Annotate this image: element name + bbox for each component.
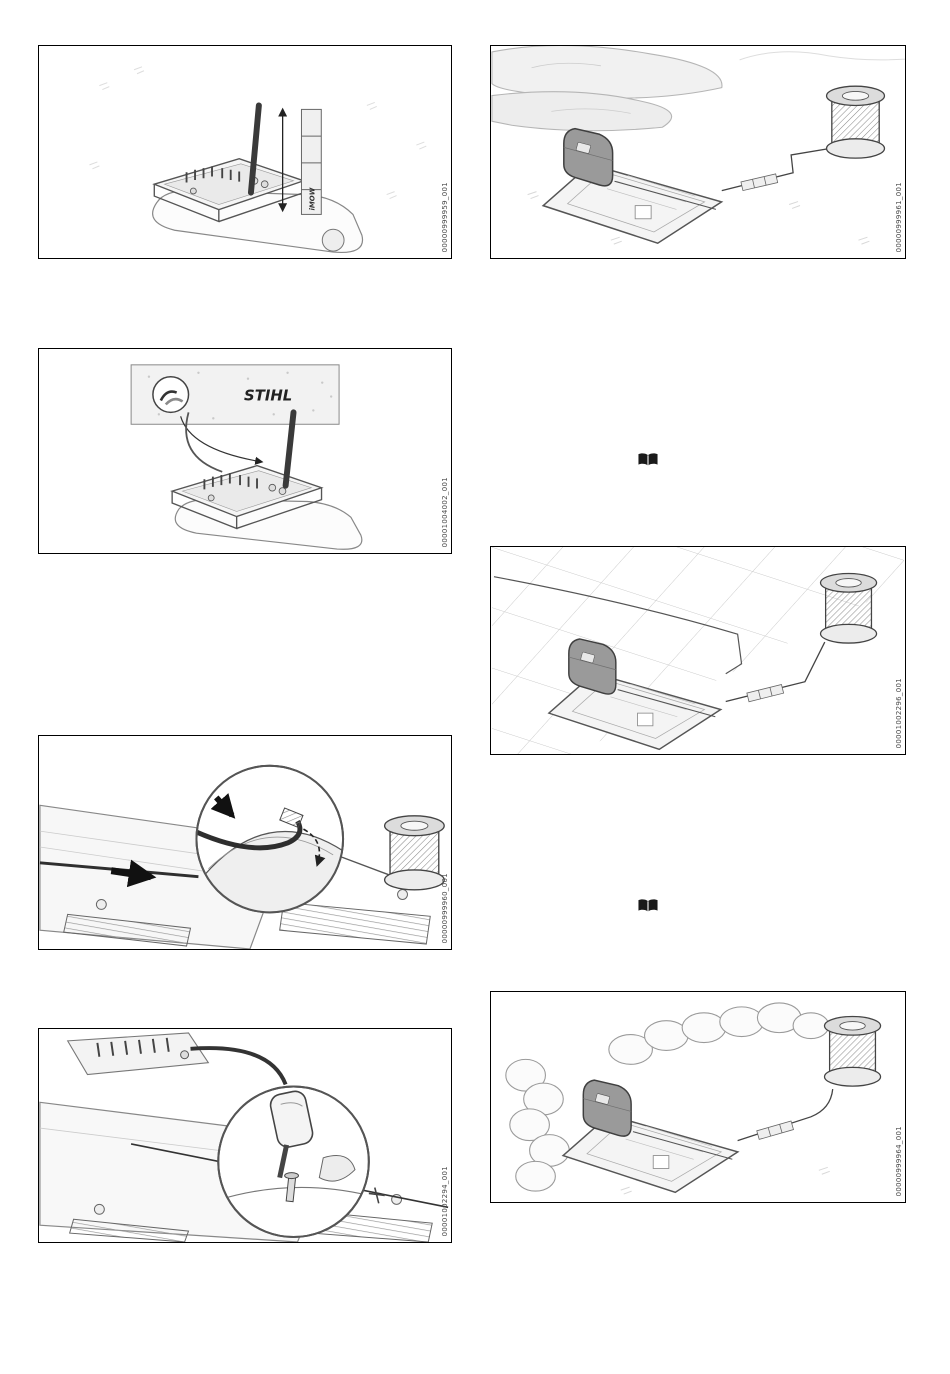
measuring-strip <box>746 683 785 703</box>
figure-code: 00000999959_001 <box>441 181 449 252</box>
hand-shape <box>318 1155 356 1182</box>
wire-spool-icon <box>383 815 445 891</box>
figure-panel-docking-station-wall: 00000999961_001 <box>490 45 906 259</box>
fixing-pin-icon <box>284 1172 299 1203</box>
illustration-docking-station-paved <box>491 547 905 754</box>
illustration-wire-channel-detail <box>39 764 445 949</box>
direction-arrow <box>110 859 157 888</box>
figure-code: 00000999964_001 <box>895 1125 903 1196</box>
wheel <box>321 228 345 252</box>
measuring-strip <box>756 1120 794 1140</box>
figure-panel-ruler-measurement: iMOW 00000999959_001 <box>38 45 452 259</box>
figure-panel-wire-ends-label: STIHL 00001004002_001 <box>38 348 452 554</box>
wire-to-spool <box>340 856 389 876</box>
docking-station-icon <box>562 1079 739 1194</box>
figure-code: 00000999961_001 <box>895 181 903 252</box>
power-cable <box>190 1046 288 1086</box>
illustration-docking-station-wall <box>491 46 905 245</box>
ground-texture <box>620 1166 830 1195</box>
shrubs <box>505 1002 830 1192</box>
measuring-rod-icon <box>282 409 297 489</box>
screw <box>95 889 408 910</box>
magnifier-detail-circle <box>195 764 345 914</box>
measuring-rod-icon <box>247 102 262 196</box>
mallet-handle <box>277 1144 290 1179</box>
wire-spool-icon <box>819 572 878 644</box>
machine-body <box>174 498 363 550</box>
terminal-block <box>66 1032 210 1076</box>
perimeter-wire <box>737 1089 834 1142</box>
wire-end-light <box>164 397 184 406</box>
illustration-fixing-pin-mallet <box>39 1032 449 1242</box>
magnifier-detail-circle <box>217 1085 370 1239</box>
wire-loop <box>185 412 223 473</box>
open-book-reference-icon <box>637 452 659 467</box>
ribbed-strip <box>63 901 431 947</box>
wire-spool-icon <box>823 1015 882 1087</box>
wire-spool-icon <box>825 85 886 159</box>
brand-logo-text: STIHL <box>244 386 292 404</box>
press-arrow <box>210 793 236 819</box>
docking-station-icon <box>542 127 723 244</box>
illustration-wire-ends-label: STIHL <box>130 364 363 550</box>
figure-panel-wire-channel-detail: 00000999960_001 <box>38 735 452 950</box>
ground-texture <box>527 191 870 245</box>
figure-code: 00000999960_001 <box>441 872 449 943</box>
figure-code: 00001002294_001 <box>441 1165 449 1236</box>
wire-ends-detail-circle <box>152 375 190 414</box>
open-book-reference-icon <box>637 898 659 913</box>
instruction-label: STIHL <box>130 364 340 425</box>
measuring-strip <box>740 173 779 192</box>
illustration-docking-station-hedge <box>505 1002 882 1195</box>
figure-panel-docking-station-paved: 00001002296_001 <box>490 546 906 755</box>
fixing-pin-small <box>368 1187 385 1204</box>
label-speckles <box>147 371 333 420</box>
perimeter-wire <box>721 146 839 192</box>
grip-surface <box>279 807 304 829</box>
mallet-icon <box>269 1090 314 1148</box>
perimeter-wire-curve <box>493 576 743 675</box>
ruler-label: iMOW <box>308 187 316 210</box>
dashed-direction-arrow <box>303 828 326 867</box>
illustration-ruler-measurement: iMOW <box>89 66 427 254</box>
figure-panel-docking-station-hedge: 00000999964_001 <box>490 991 906 1203</box>
label-pointer-arrow <box>180 416 264 465</box>
figure-panel-fixing-pin-mallet: 00001002294_001 <box>38 1028 452 1243</box>
wire-end-dark <box>159 390 178 402</box>
wire-bend <box>196 819 303 851</box>
stone-wall <box>491 46 905 132</box>
figure-code: 00001004002_001 <box>441 476 449 547</box>
figure-code: 00001002296_001 <box>895 677 903 748</box>
ground-texture <box>89 66 427 200</box>
ruler-strip: iMOW <box>300 108 322 215</box>
